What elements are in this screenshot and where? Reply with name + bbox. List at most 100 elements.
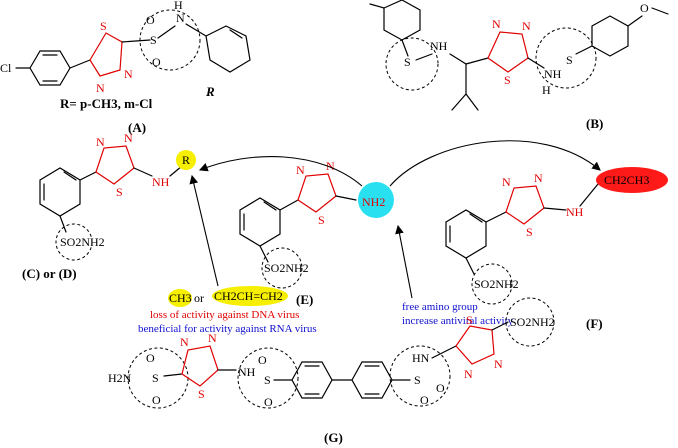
arrow-to-f [389,140,601,187]
sulfamoyl-circle-g [505,297,555,347]
svg-text:N: N [296,163,305,177]
note-free-amino: free amino group [402,301,478,313]
r-definition: R= p-CH3, m-Cl [60,96,153,111]
compound-a: Cl S N N S O O N H R R= p-CH3, m-Cl (A) [0,0,251,135]
svg-text:NH: NH [152,175,170,189]
svg-text:O: O [640,1,649,15]
svg-text:CH3: CH3 [169,291,192,305]
svg-text:CH2CH3: CH2CH3 [604,173,649,187]
chloro-label: Cl [0,61,12,75]
svg-text:O: O [146,351,155,365]
svg-text:S: S [152,371,159,385]
svg-text:H: H [542,83,551,97]
svg-text:CH2CH=CH2: CH2CH=CH2 [214,289,283,303]
svg-text:H2N: H2N [108,371,132,385]
svg-text:S: S [100,19,107,33]
svg-text:SO2NH2: SO2NH2 [510,315,555,329]
svg-text:HN: HN [412,351,430,365]
arrow-free-amino [395,224,413,299]
svg-text:S: S [116,185,123,199]
tolyl-ring-b [383,0,421,41]
svg-text:NH: NH [238,365,256,379]
svg-text:O: O [420,393,429,407]
svg-text:O: O [258,353,267,367]
svg-text:N: N [326,159,335,173]
svg-text:NH: NH [566,205,584,219]
label-f: (F) [586,316,603,331]
svg-text:NH2: NH2 [362,195,385,209]
sulfamoyl-circle-e [261,247,303,289]
sulfonamide-circle-b1 [385,37,439,91]
thiadiazole-ring-f [505,185,545,225]
compound-e: N N S NH2 SO2NH2 (E) [239,159,394,307]
svg-text:S: S [504,73,511,87]
svg-text:SO2NH2: SO2NH2 [474,277,519,291]
note-rna: beneficial for activity against RNA viru… [138,323,317,335]
svg-text:H: H [174,0,183,12]
svg-text:S: S [264,373,271,387]
compound-f: N N S NH CH2CH3 SO2NH2 (F) [445,167,668,331]
biphenyl-ring-2 [351,361,393,399]
svg-text:N: N [464,367,473,381]
svg-text:N: N [522,19,531,33]
svg-text:S: S [466,313,473,327]
svg-text:O: O [436,381,445,395]
svg-text:SO2NH2: SO2NH2 [60,235,105,249]
label-g: (G) [324,430,343,445]
chlorophenyl-ring [29,50,71,86]
arrow-to-c [198,156,363,187]
svg-text:S: S [404,55,411,69]
svg-text:O: O [264,395,273,409]
sulfonamide-circle-b2 [535,27,597,89]
svg-text:N: N [502,175,511,189]
ethyl-highlight [596,167,668,193]
svg-text:S: S [526,225,533,239]
svg-text:N: N [176,11,185,25]
sulfonamide-circle-g2 [237,347,299,409]
label-e: (E) [296,292,313,307]
sulfamoyl-circle-c [55,223,93,261]
allyl-highlight [212,286,288,306]
svg-text:or: or [194,291,204,305]
aryl-ring-a [205,25,251,73]
svg-text:N: N [492,17,501,31]
svg-text:N: N [208,331,217,345]
label-b: (B) [586,116,603,131]
svg-text:R: R [182,153,190,167]
sulfamoyl-circle-f [471,263,513,305]
benzene-ring-e [239,197,281,247]
compound-b: S NH N N S NH H S O (B) [369,0,669,131]
thiadiazole-ring-a [89,32,123,77]
svg-text:S: S [566,53,573,67]
svg-text:S: S [198,387,205,401]
label-a: (A) [128,120,146,135]
svg-text:N: N [96,81,105,95]
compound-g: H2N S O O N N S NH S O O S O O HN S N N [108,297,555,445]
methoxyphenyl-ring-b [591,15,629,57]
svg-text:O: O [146,13,155,27]
methyl-highlight [168,289,192,307]
svg-text:S: S [414,373,421,387]
thiadiazole-ring-g1 [181,345,219,387]
svg-text:NH: NH [544,67,562,81]
thiadiazole-ring-g2 [455,325,495,365]
thiadiazole-ring-b [487,31,529,73]
sulfonamide-circle-a [139,9,201,71]
svg-text:NH: NH [430,39,448,53]
svg-text:S: S [150,33,157,47]
svg-text:N: N [96,135,105,149]
thiadiazole-ring-c [95,145,135,185]
label-c-d: (C) or (D) [22,266,77,281]
svg-text:O: O [152,393,161,407]
svg-text:N: N [124,131,133,145]
amino-highlight [358,182,394,218]
svg-text:N: N [534,171,543,185]
note-increase: increase antiviral activity [402,315,514,327]
r-group-highlight [176,150,196,170]
svg-text:SO2NH2: SO2NH2 [264,261,309,275]
svg-text:N: N [494,357,503,371]
svg-text:N: N [124,67,133,81]
substituent-notes: CH3 or CH2CH=CH2 loss of activity agains… [138,174,317,335]
